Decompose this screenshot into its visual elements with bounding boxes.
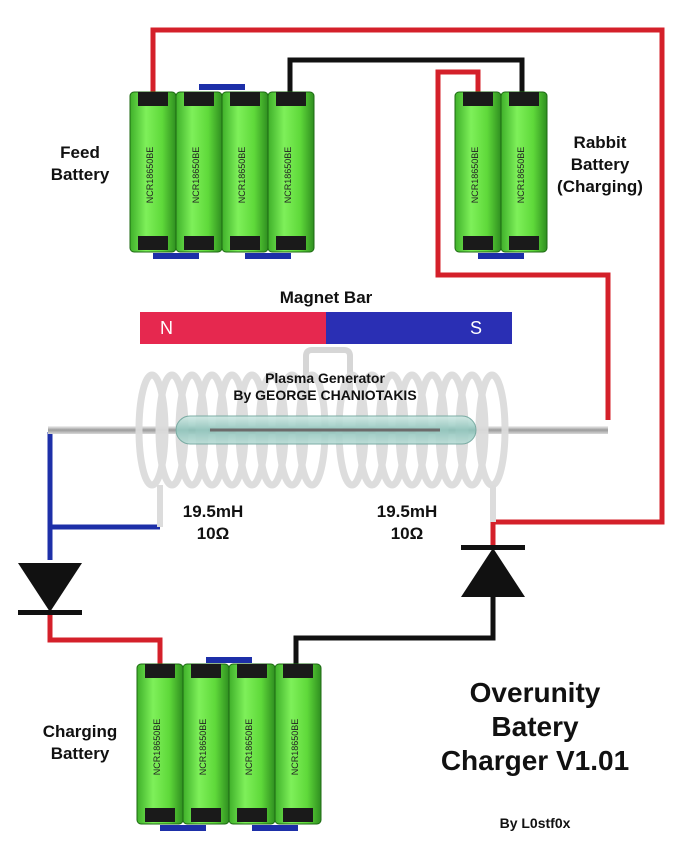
rabbit-battery-label-line: Battery — [570, 155, 630, 174]
feed-battery-pack: NCR18650BE NCR18650BE NCR18650BE NCR1865… — [129, 84, 315, 259]
title-line: Batery — [491, 711, 579, 742]
plasma-generator-label: Plasma Generator By GEORGE CHANIOTAKIS — [180, 370, 470, 404]
plasma-generator-label-line: Plasma Generator — [265, 370, 385, 386]
cell-print-label: NCR18650BE — [290, 719, 300, 776]
battery-link — [206, 657, 252, 663]
battery-link — [160, 825, 206, 831]
cell-print-label: NCR18650BE — [237, 147, 247, 204]
title-line: Charger V1.01 — [440, 745, 630, 776]
wire-red-bottom — [47, 614, 163, 668]
cell-print-label: NCR18650BE — [145, 147, 155, 204]
coil-left-spec: 19.5mH 10Ω — [168, 501, 258, 545]
battery-cell: NCR18650BE — [175, 91, 223, 253]
diode-left — [18, 563, 82, 615]
rabbit-battery-label: Rabbit Battery (Charging) — [540, 132, 660, 198]
title-line: Overunity — [469, 677, 601, 708]
battery-link — [153, 253, 199, 259]
plasma-generator-label-line: By GEORGE CHANIOTAKIS — [233, 387, 417, 403]
rabbit-battery-label-line: Rabbit — [573, 133, 627, 152]
coil-left-resistance: 10Ω — [196, 524, 230, 543]
battery-link — [252, 825, 298, 831]
magnet-bar-label: Magnet Bar — [279, 288, 373, 307]
coil-right-spec: 19.5mH 10Ω — [362, 501, 452, 545]
feed-battery-label-line: Battery — [50, 165, 110, 184]
battery-cell: NCR18650BE — [228, 663, 276, 825]
plasma-generator — [48, 347, 608, 527]
rabbit-battery-label-line: (Charging) — [557, 177, 643, 196]
coil-right-resistance: 10Ω — [390, 524, 424, 543]
magnet-n-label: N — [160, 318, 173, 338]
wire-black-bottom — [293, 595, 496, 668]
rabbit-battery-pack: NCR18650BE NCR18650BE — [454, 91, 548, 259]
coil-right-inductance: 19.5mH — [376, 502, 438, 521]
feed-battery-label: Feed Battery — [30, 142, 130, 186]
cell-print-label: NCR18650BE — [516, 147, 526, 204]
battery-link — [245, 253, 291, 259]
battery-cell: NCR18650BE — [454, 91, 502, 253]
battery-cell: NCR18650BE — [136, 663, 184, 825]
battery-cell: NCR18650BE — [267, 91, 315, 253]
cell-print-label: NCR18650BE — [152, 719, 162, 776]
diode-right — [461, 545, 525, 597]
battery-link — [478, 253, 524, 259]
battery-cell: NCR18650BE — [129, 91, 177, 253]
cell-print-label: NCR18650BE — [198, 719, 208, 776]
cell-print-label: NCR18650BE — [191, 147, 201, 204]
battery-cell: NCR18650BE — [500, 91, 548, 253]
charging-battery-label-line: Battery — [50, 744, 110, 763]
charging-battery-label-line: Charging — [42, 722, 118, 741]
charging-battery-label: Charging Battery — [20, 721, 140, 765]
charging-battery-pack: NCR18650BE NCR18650BE NCR18650BE NCR1865… — [136, 657, 322, 831]
battery-cell: NCR18650BE — [274, 663, 322, 825]
battery-cell: NCR18650BE — [221, 91, 269, 253]
battery-link — [199, 84, 245, 90]
coil-left-inductance: 19.5mH — [182, 502, 244, 521]
cell-print-label: NCR18650BE — [244, 719, 254, 776]
diagram-title: Overunity Batery Charger V1.01 — [400, 676, 670, 778]
cell-print-label: NCR18650BE — [470, 147, 480, 204]
magnet-bar — [140, 312, 512, 344]
cell-print-label: NCR18650BE — [283, 147, 293, 204]
wire-black-top — [287, 57, 525, 92]
battery-cell: NCR18650BE — [182, 663, 230, 825]
wire-red-rabbit — [435, 69, 611, 420]
feed-battery-label-line: Feed — [60, 143, 100, 162]
author-credit: By L0stf0x — [499, 815, 571, 831]
wire-red-top — [150, 27, 665, 525]
magnet-s-label: S — [470, 318, 483, 338]
wire-blue-left — [47, 432, 160, 560]
